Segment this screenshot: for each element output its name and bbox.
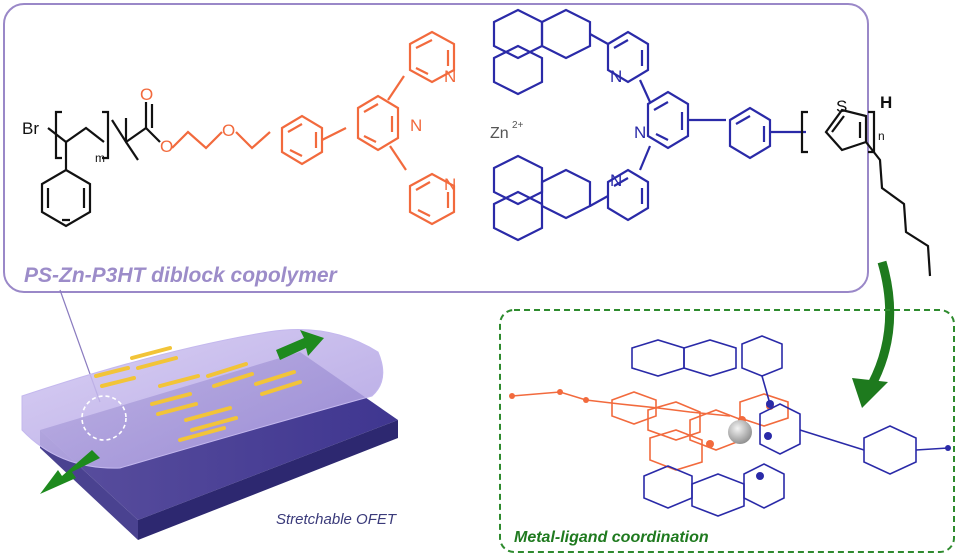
ofet-device [21, 329, 398, 540]
carbonyl-oxygen-label: O [140, 85, 153, 104]
copolymer-title: PS-Zn-P3HT diblock copolymer [24, 264, 339, 287]
electrode-array [94, 346, 302, 442]
orange-pyridine-n-upper: N [444, 67, 456, 86]
copolymer-panel-border [3, 3, 869, 293]
blue-pyridine-n-lower: N [610, 171, 622, 190]
substrate-front [138, 420, 398, 540]
ester-oxygen-label: O [160, 137, 173, 156]
ether-oxygen-label: O [222, 121, 235, 140]
coordination-panel-border [499, 309, 955, 553]
polystyrene-block [40, 102, 161, 228]
coordination-caption: Metal-ligand coordination [514, 529, 709, 546]
orange-pyridine-n-center: N [410, 116, 422, 135]
p3ht-block [800, 108, 932, 277]
blue-ligand [492, 8, 806, 242]
sulfur-label: S [836, 97, 847, 116]
zinc-charge-label: 2+ [512, 120, 524, 131]
coordination-3d-model [509, 335, 951, 517]
repeat-n-label: n [878, 129, 885, 143]
bromine-label: Br [22, 119, 39, 138]
blue-pyridine-n-center: N [634, 123, 646, 142]
hydrogen-label: H [880, 93, 892, 112]
blue-pyridine-n-upper: N [610, 67, 622, 86]
orange-linker [171, 30, 456, 226]
blue-ligand-3d [631, 335, 949, 517]
copolymer-film [21, 329, 384, 469]
blue-atoms [756, 400, 951, 480]
ofet-caption: Stretchable OFET [276, 511, 398, 528]
stretch-arrow-left [40, 450, 100, 494]
repeat-m-label: m [95, 151, 105, 165]
zinc-ion-sphere [728, 420, 752, 444]
transition-arrowhead [852, 378, 888, 408]
zinc-ion-label: Zn [490, 125, 509, 142]
stretch-arrow-right [276, 330, 324, 360]
orange-pyridine-n-lower: N [444, 175, 456, 194]
transition-arrow [866, 260, 895, 391]
zoom-circle [81, 395, 127, 441]
